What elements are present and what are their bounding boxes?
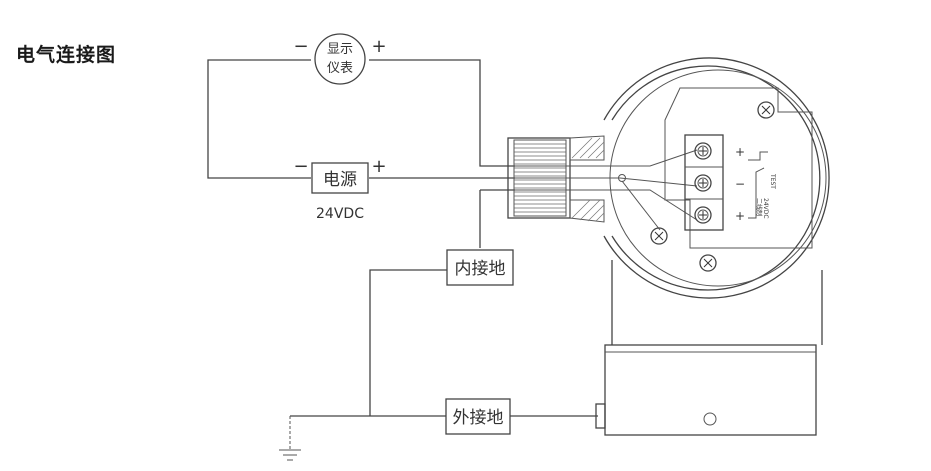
terminal-minus: − xyxy=(735,177,745,191)
power-plus: + xyxy=(371,156,386,177)
transmitter-housing xyxy=(595,57,830,436)
power-label: 电源 xyxy=(323,170,357,190)
terminal-voltage-label: 24VDC xyxy=(762,198,769,219)
display-label-line2: 仪表 xyxy=(327,61,353,76)
terminal-screw-icon xyxy=(694,174,712,192)
terminal-test-label: TEST xyxy=(769,173,776,189)
terminal-screw-icon xyxy=(694,142,712,160)
terminal-mode-label: 二线制 xyxy=(755,198,763,216)
terminal-plus-bottom: + xyxy=(735,209,745,223)
housing-screw-icon xyxy=(650,227,668,245)
terminal-block: + − + TEST 二线制 24VDC xyxy=(684,134,776,231)
housing-screw-icon xyxy=(699,254,717,272)
internal-wires xyxy=(515,149,698,231)
loop-wires xyxy=(207,59,598,417)
earth-ground-icon xyxy=(279,416,301,461)
outer-ground-label: 外接地 xyxy=(453,408,504,428)
display-minus: − xyxy=(293,36,308,57)
housing-screw-icon xyxy=(757,101,775,119)
outer-ground-box: 外接地 xyxy=(445,398,511,435)
power-voltage: 24VDC xyxy=(316,206,364,222)
terminal-screw-icon xyxy=(694,206,712,224)
power-minus: − xyxy=(293,156,308,177)
display-meter: 显示 仪表 − + xyxy=(293,33,387,85)
display-plus: + xyxy=(371,36,386,57)
power-supply: 电源 24VDC − + xyxy=(293,156,386,222)
inner-ground-label: 内接地 xyxy=(455,259,506,279)
inner-ground-box: 内接地 xyxy=(446,249,514,286)
terminal-plus-top: + xyxy=(735,145,745,159)
display-label-line1: 显示 xyxy=(327,42,353,57)
page-title: 电气连接图 xyxy=(16,44,117,66)
cable-gland xyxy=(507,135,605,223)
